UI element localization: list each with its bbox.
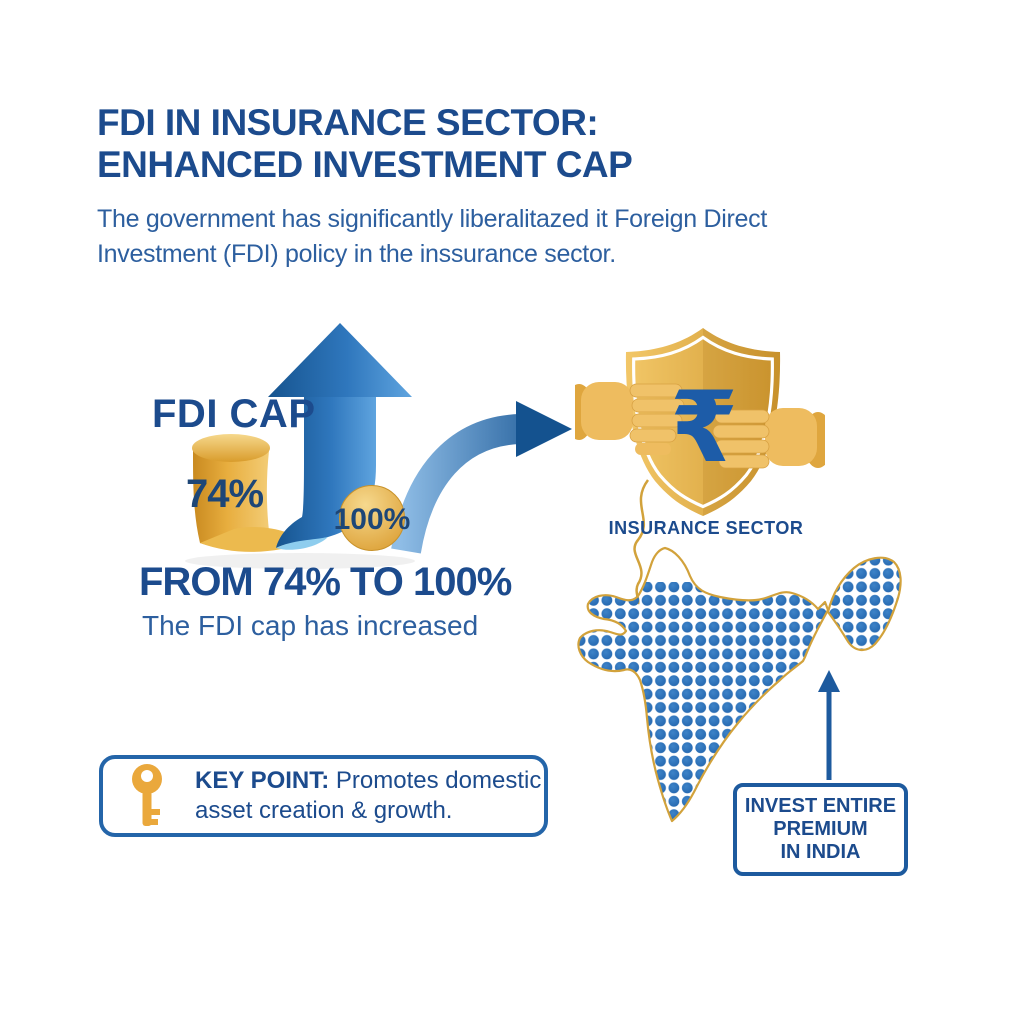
curved-arrow-icon (391, 401, 572, 554)
invest-line1: INVEST ENTIRE (744, 795, 897, 817)
page-title: FDI IN INSURANCE SECTOR: ENHANCED INVEST… (97, 102, 633, 186)
insurance-sector-label: INSURANCE SECTOR (608, 518, 804, 538)
gold-ribbon (192, 434, 306, 552)
map-outline-northeast (826, 556, 902, 651)
shield-icon: ₹ (575, 328, 825, 516)
key-point-rest: Promotes domestic (329, 767, 542, 794)
new-cap-value: 100% (334, 503, 411, 536)
page-title-line2: ENHANCED INVESTMENT CAP (97, 144, 633, 185)
india-map (577, 546, 902, 823)
page-title-line1: FDI IN INSURANCE SECTOR: (97, 102, 599, 143)
map-outline-mainland (577, 546, 830, 823)
fdi-description: The FDI cap has increased (142, 610, 479, 641)
shield-body (625, 328, 781, 516)
page-subtitle-line2: Investment (FDI) policy in the inssuranc… (97, 240, 616, 268)
ground-shadow (185, 553, 415, 569)
fdi-cap-graphic: 100% 74% (185, 323, 572, 569)
fdi-headline: FROM 74% TO 100% (139, 560, 512, 604)
key-point-label: KEY POINT: (195, 767, 330, 794)
connector-squiggle (633, 479, 650, 605)
fdi-cap-label: FDI CAP (152, 392, 316, 436)
invest-line3: IN INDIA (780, 841, 861, 863)
coin-100-percent: 100% (334, 485, 411, 551)
rupee-symbol: ₹ (670, 371, 738, 485)
page-subtitle-line1: The government has significantly liberal… (97, 205, 768, 233)
up-pointer-arrow-icon (818, 670, 840, 780)
invest-callout-box: INVEST ENTIRE PREMIUM IN INDIA (733, 783, 908, 876)
key-point-line2: asset creation & growth. (195, 797, 453, 824)
page-subtitle: The government has significantly liberal… (97, 202, 767, 272)
key-point-text: KEY POINT: Promotes domestic asset creat… (195, 766, 541, 826)
key-point-box: KEY POINT: Promotes domestic asset creat… (99, 755, 548, 837)
key-icon (132, 764, 162, 826)
invest-line2: PREMIUM (773, 818, 868, 840)
shield-inner-border (632, 335, 774, 509)
right-hand-icon (712, 408, 825, 469)
left-hand-icon (575, 382, 685, 455)
old-cap-value: 74% (186, 472, 263, 516)
